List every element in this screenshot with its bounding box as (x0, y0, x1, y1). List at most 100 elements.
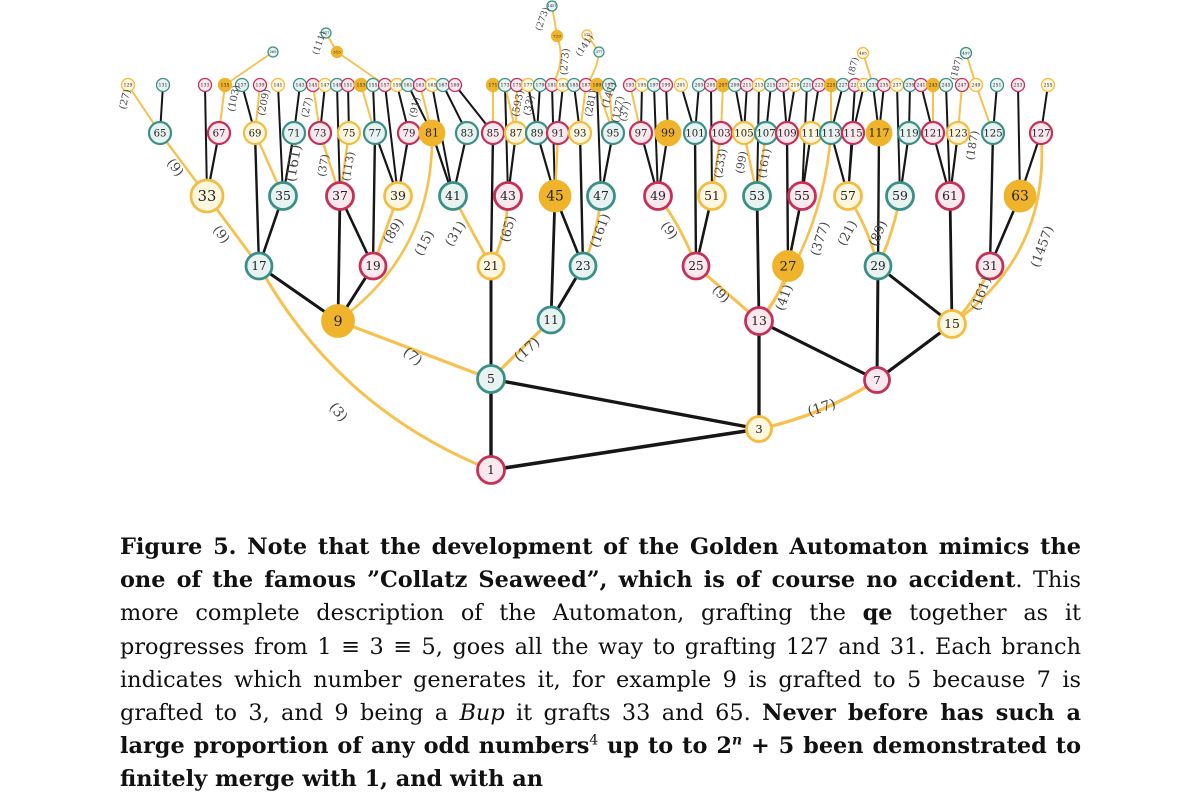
graph-node-label-61: 61 (942, 188, 958, 203)
graph-node-label-219: 219 (791, 83, 800, 89)
graph-node-label-7: 7 (873, 373, 880, 387)
graph-node-label-223: 223 (815, 83, 824, 89)
edge-label-30-161: (161) (588, 212, 614, 250)
graph-node-label-1: 1 (487, 462, 495, 477)
graph-node-label-75: 75 (343, 128, 356, 139)
graph-node-97 (628, 120, 654, 146)
graph-node-label-201: 201 (677, 83, 686, 89)
tree-edge-35-141 (277, 84, 284, 197)
graph-node-17 (244, 251, 274, 281)
graph-node-label-203: 203 (695, 83, 704, 89)
graph-node-label-69: 69 (249, 128, 262, 139)
graph-node-label-497: 497 (962, 50, 970, 55)
edge-label-3-27: (27) (300, 96, 315, 118)
graph-node-label-269: 269 (270, 50, 278, 54)
tree-edge-13-53 (755, 194, 761, 323)
graph-node-label-255: 255 (1044, 83, 1053, 89)
graph-node-label-79: 79 (403, 128, 416, 139)
graph-node-label-173: 173 (501, 83, 510, 89)
graph-node-label-5: 5 (487, 371, 495, 386)
tree-edge-43-173 (504, 84, 509, 197)
graph-node-label-3: 3 (755, 422, 762, 436)
graph-node-label-189: 189 (593, 83, 602, 89)
graph-node-label-237: 237 (893, 83, 902, 89)
tree-edge-23-93 (578, 131, 585, 268)
graph-node-33 (189, 178, 225, 214)
graph-node-65 (147, 120, 173, 146)
graph-node-label-41: 41 (445, 188, 461, 203)
graph-node-133 (197, 77, 213, 93)
graph-node-label-101: 101 (685, 128, 704, 139)
graph-node-label-211: 211 (743, 83, 752, 89)
graph-node-label-31: 31 (982, 259, 997, 273)
graph-node-101 (682, 120, 708, 146)
graph-node-label-179: 179 (536, 83, 545, 89)
graph-node-135 (217, 77, 233, 93)
graph-node-label-21: 21 (483, 259, 498, 273)
graph-node-label-27: 27 (780, 260, 797, 275)
graph-node-label-29: 29 (870, 259, 885, 273)
graph-node-label-9: 9 (333, 314, 342, 330)
graph-node-199 (658, 77, 674, 93)
tree-edge-15-7 (875, 322, 954, 382)
graph-node-label-145: 145 (309, 83, 318, 89)
edge-label-1-103: (103) (226, 84, 242, 113)
graph-node-label-55: 55 (794, 188, 810, 203)
graph-node-label-143: 143 (296, 83, 305, 89)
graph-node-label-83: 83 (461, 128, 474, 139)
graph-node-191 (601, 77, 617, 93)
graph-node-label-25: 25 (688, 259, 703, 273)
graph-node-label-245: 245 (942, 83, 951, 89)
tree-edge-33-133 (204, 84, 208, 197)
graph-node-label-195: 195 (638, 83, 647, 89)
edge-label-11-111: (111) (310, 30, 329, 57)
graph-node-label-209: 209 (731, 83, 740, 89)
graph-node-35 (268, 181, 298, 211)
graph-node-label-465: 465 (859, 50, 867, 55)
tree-edge-17-69 (253, 131, 261, 268)
graph-node-label-59: 59 (892, 188, 908, 203)
graph-node-label-163: 163 (416, 83, 425, 89)
graph-node-label-235: 235 (880, 83, 889, 89)
tree-edge-59-237 (896, 84, 901, 197)
tree-edge-29-15 (876, 264, 954, 326)
graph-node-73 (307, 120, 333, 146)
graph-node-label-155: 155 (369, 83, 378, 89)
edge-label-22-99: (99) (733, 150, 750, 175)
graph-node-99 (654, 119, 682, 147)
graph-node-label-47: 47 (593, 188, 609, 203)
tree-edge-15-61 (948, 194, 954, 326)
graph-node-label-183: 183 (559, 83, 568, 89)
edge-label-36-9: (9) (709, 283, 733, 307)
graph-node-label-127: 127 (1031, 128, 1050, 139)
tree-edge-13-7 (757, 319, 879, 382)
graft-edge-7-3 (757, 378, 879, 431)
graph-node-label-139: 139 (256, 83, 265, 89)
graph-node-57 (833, 181, 863, 211)
caption-math-base: 2 (716, 733, 732, 760)
graph-node-137 (234, 77, 250, 93)
edge-label-14-141: (141) (574, 32, 597, 58)
graph-node-label-215: 215 (767, 83, 776, 89)
graph-node-label-729: 729 (553, 33, 561, 38)
tree-edge-51-205 (710, 84, 713, 197)
graph-node-27 (772, 250, 804, 282)
edge-label-29-65: (65) (498, 214, 519, 244)
tree-edge-61-245 (945, 84, 951, 197)
graph-node-label-199: 199 (662, 83, 671, 89)
figure-caption: Figure 5. Note that the development of t… (120, 531, 1081, 797)
edge-label-18-161: (161) (283, 143, 305, 183)
graph-node-label-73: 73 (314, 128, 327, 139)
graph-node-81 (418, 119, 446, 147)
tree-edge-9-37 (336, 194, 342, 323)
graph-node-251 (989, 77, 1005, 93)
caption-math-exponent: n (731, 732, 743, 749)
graph-node-label-15: 15 (944, 316, 960, 331)
graph-node-15 (937, 309, 967, 339)
caption-bold-intro: Figure 5. Note that the development of t… (120, 534, 1081, 594)
graph-node-37 (325, 181, 355, 211)
graph-node-label-221: 221 (803, 83, 812, 89)
graph-node-label-233: 233 (869, 83, 878, 89)
graph-node-label-197: 197 (650, 83, 659, 89)
graph-node-label-227: 227 (839, 83, 848, 89)
